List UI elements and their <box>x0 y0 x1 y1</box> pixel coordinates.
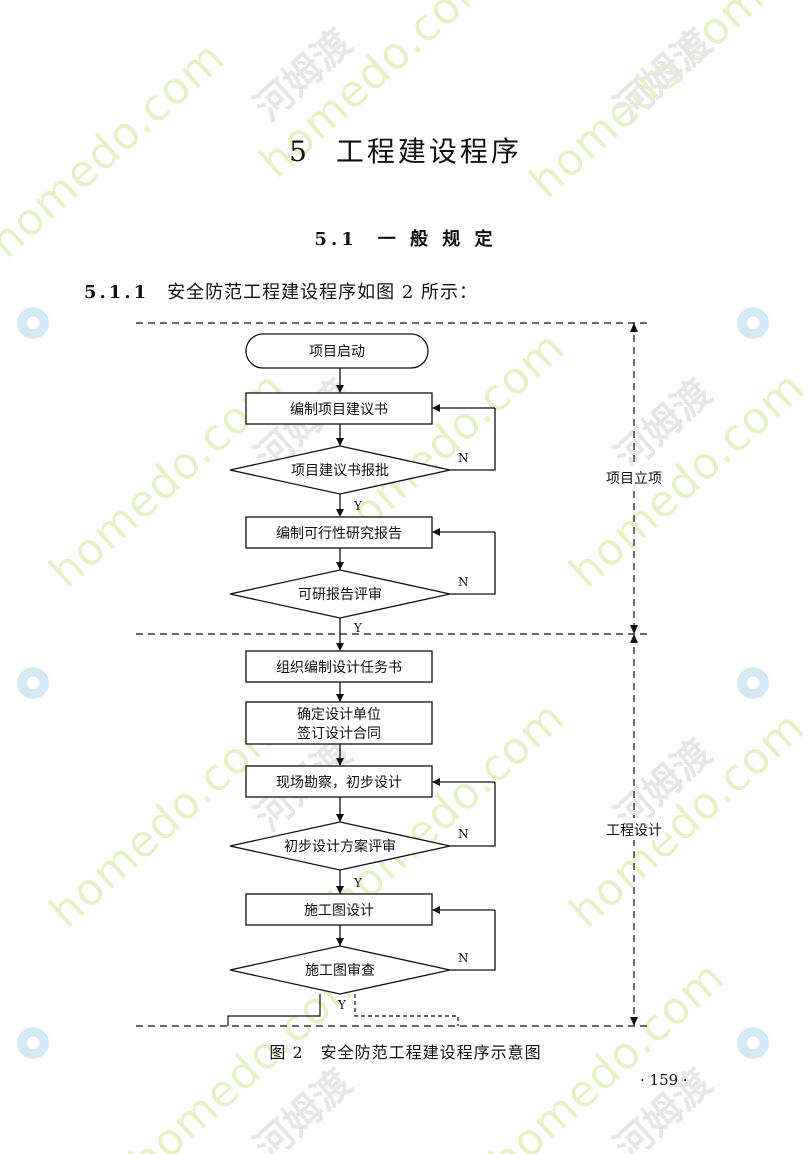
process-label-construction-drawing: 施工图设计 <box>304 903 374 919</box>
exit-line-right <box>354 994 459 1026</box>
phase1-label-bg <box>603 466 665 488</box>
process-label-proposal: 编制项目建议书 <box>290 402 388 418</box>
no-label: N <box>458 451 469 465</box>
process-box-preliminary-design <box>245 765 433 798</box>
phase2-top-arrow <box>630 634 638 643</box>
start-terminal <box>245 333 429 369</box>
yes-label: Y <box>353 876 363 890</box>
phase1-top-arrow <box>630 323 638 332</box>
page-number: · 159 · <box>640 1071 688 1089</box>
feedback-loop-line <box>450 782 496 847</box>
decision-label-preliminary-review: 初步设计方案评审 <box>284 838 396 855</box>
process-label-design-unit: 确定设计单位 <box>297 707 381 723</box>
process-label-preliminary-design: 现场勘察，初步设计 <box>276 774 402 791</box>
process-label-feasibility: 编制可行性研究报告 <box>276 526 402 542</box>
process-label-design-contract: 签订设计合同 <box>297 725 381 742</box>
decision-label-proposal-approval: 项目建议书报批 <box>291 463 389 479</box>
process-box-design-brief <box>245 650 433 683</box>
process-label-design-brief: 组织编制设计任务书 <box>276 660 402 676</box>
chapter-title: 5 工程建设程序 <box>0 130 811 170</box>
no-label: N <box>458 575 469 589</box>
decision-label-drawing-review: 施工图审查 <box>305 963 375 979</box>
figure-caption: 图 2 安全防范工程建设程序示意图 <box>269 1043 542 1062</box>
exit-line-left <box>227 994 321 1026</box>
process-box-design-unit <box>245 701 433 745</box>
chapter-number: 5 <box>289 135 310 168</box>
yes-label: Y <box>353 621 363 635</box>
no-label: N <box>458 951 469 965</box>
phase-label-engineering-design: 工程设计 <box>606 823 662 839</box>
section-heading: 一 般 规 定 <box>377 229 497 250</box>
feedback-loop-line <box>450 408 496 471</box>
feedback-loop-line <box>450 910 496 971</box>
phase2-bottom-arrow <box>630 1017 638 1026</box>
process-box-proposal <box>245 392 433 425</box>
clause-number: 5.1.1 <box>84 282 150 303</box>
section-title: 5.1 一 般 规 定 <box>0 225 811 251</box>
clause-text: 安全防范工程建设程序如图 2 所示： <box>167 282 479 303</box>
phase2-label-bg <box>603 818 665 840</box>
feedback-loop-line <box>450 532 496 595</box>
yes-label: Y <box>353 499 363 513</box>
chapter-heading: 工程建设程序 <box>335 135 522 168</box>
yes-label: Y <box>337 998 347 1012</box>
phase-label-project-approval: 项目立项 <box>606 471 662 487</box>
section-number: 5.1 <box>314 229 358 250</box>
start-label: 项目启动 <box>309 344 365 360</box>
phase1-bottom-arrow <box>630 625 638 634</box>
clause: 5.1.1 安全防范工程建设程序如图 2 所示： <box>84 278 478 304</box>
decision-label-feasibility-review: 可研报告评审 <box>298 587 382 603</box>
no-label: N <box>458 827 469 841</box>
